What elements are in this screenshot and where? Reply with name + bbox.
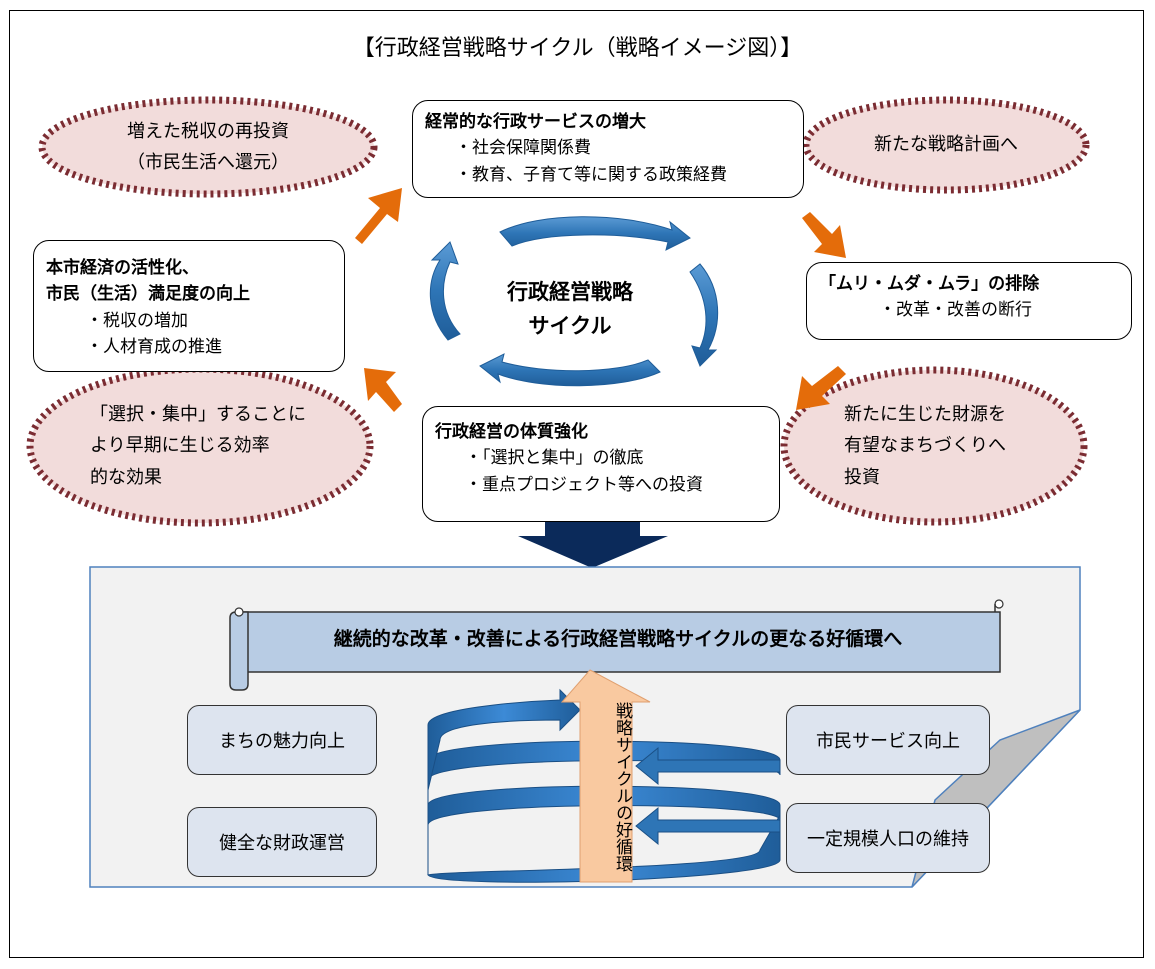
box-top-item: ・教育、子育て等に関する政策経費: [455, 164, 727, 185]
box-left-item: ・人材育成の推進: [86, 337, 222, 358]
diagram-frame: [9, 10, 1144, 958]
orange-arrow-bottom-right: [796, 366, 846, 410]
box-bottom-item: ・「選択と集中」の徹底: [465, 448, 644, 469]
ellipse-top-left-shape: [38, 96, 378, 198]
box-left-heading-2: 市民（生活）満足度の向上: [46, 284, 250, 305]
diagram-title: 【行政経営戦略サイクル（戦略イメージ図）】: [352, 36, 803, 61]
box-left-item: ・税収の増加: [86, 310, 188, 331]
factor-box-left-bottom: 健全な財政運営: [187, 807, 377, 877]
box-right-heading: 「ムリ・ムダ・ムラ」の排除: [819, 274, 1040, 294]
orange-arrow-top-left: [355, 188, 402, 244]
ellipse-bottom-left: 「選択・集中」することにより早期に生じる効率的な効果: [90, 403, 306, 488]
ellipse-top-left: 増えた税収の再投資（市民生活へ還元）: [127, 120, 289, 174]
box-top-heading: 経常的な行政サービスの増大: [425, 112, 646, 132]
cycle-arrows: [429, 216, 719, 387]
up-arrow: [560, 669, 651, 883]
cycle-center-label: 行政経営戦略 サイクル: [507, 280, 633, 338]
ellipse-top-right: 新たな戦略計画へ: [874, 134, 1018, 156]
vertical-label: 戦略サイクルの好循環: [612, 702, 632, 872]
box-bottom-item: ・重点プロジェクト等への投資: [465, 474, 703, 495]
navy-down-arrow: [518, 520, 668, 568]
box-left: 本市経済の活性化、 市民（生活）満足度の向上 ・税収の増加 ・人材育成の推進: [33, 240, 345, 372]
box-left-heading-1: 本市経済の活性化、: [46, 258, 199, 278]
box-right: 「ムリ・ムダ・ムラ」の排除 ・改革・改善の断行: [806, 262, 1132, 340]
box-top: 経常的な行政サービスの増大 ・社会保障関係費 ・教育、子育て等に関する政策経費: [412, 100, 804, 198]
ellipse-bottom-right: 新たに生じた財源を有望なまちづくりへ投資: [844, 403, 1006, 488]
factor-box-left-top: まちの魅力向上: [187, 705, 377, 775]
ellipse-bottom-right-shape: [780, 366, 1088, 526]
box-top-item: ・社会保障関係費: [455, 138, 591, 159]
box-bottom-heading: 行政経営の体質強化: [435, 422, 588, 442]
ellipse-top-right-shape: [802, 96, 1090, 194]
factor-box-right-bottom: 一定規模人口の維持: [786, 803, 990, 873]
banner-text: 継続的な改革・改善による行政経営戦略サイクルの更なる好循環へ: [333, 628, 903, 650]
orange-arrow-top-right: [802, 212, 846, 258]
box-bottom: 行政経営の体質強化 ・「選択と集中」の徹底 ・重点プロジェクト等への投資: [422, 406, 780, 522]
orange-arrow-bottom-left: [364, 368, 402, 412]
box-right-item: ・改革・改善の断行: [879, 300, 1032, 321]
factor-box-right-top: 市民サービス向上: [786, 705, 990, 775]
